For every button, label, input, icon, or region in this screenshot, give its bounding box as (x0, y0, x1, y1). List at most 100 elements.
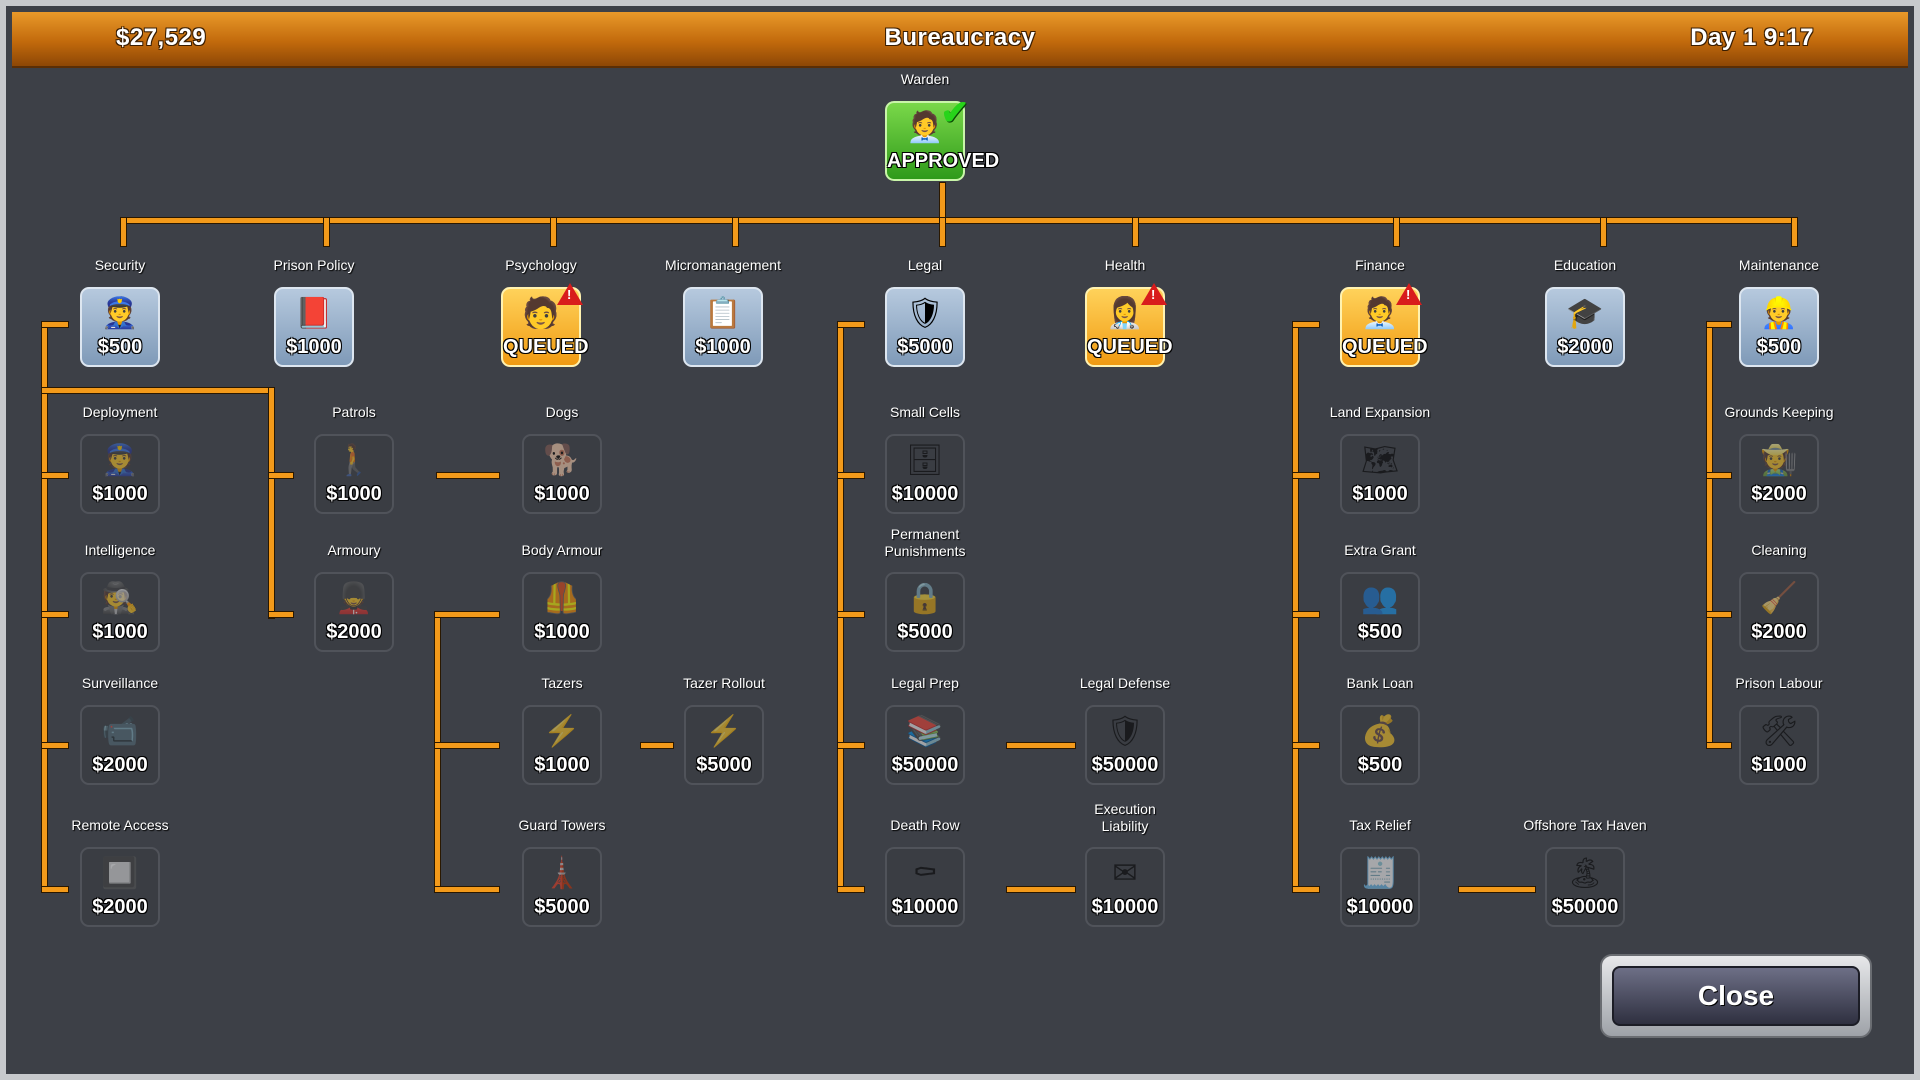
node-cost: $2000 (92, 896, 148, 918)
node-tile[interactable]: 🛡 $50000 (1085, 705, 1165, 785)
node-tile[interactable]: 🎓$2000 (1545, 287, 1625, 367)
node-cost: $1000 (326, 483, 382, 505)
legal-shield-icon: 🛡 (1105, 715, 1145, 748)
node-tile[interactable]: 👷$500 (1739, 287, 1819, 367)
node-label: Death Row (890, 817, 960, 833)
node-cost: $500 (1756, 336, 1802, 358)
node-cost: $10000 (1346, 896, 1414, 918)
node-cost: $10000 (891, 483, 959, 505)
node-label: Security (94, 257, 146, 273)
node-tile[interactable]: 🧑‍🌾$2000 (1739, 434, 1819, 514)
node-tile[interactable]: 📹 $2000 (80, 705, 160, 785)
node-tile[interactable]: 📋 $1000 (683, 287, 763, 367)
node-tile[interactable]: 🚶$1000 (314, 434, 394, 514)
node-tile[interactable]: 🔲 $2000 (80, 847, 160, 927)
node-cost: $2000 (1557, 336, 1613, 358)
node-label: Offshore Tax Haven (1523, 817, 1647, 833)
node-tile[interactable]: 📚$50000 (885, 705, 965, 785)
clipboard-icon: 📋 (704, 297, 742, 330)
cleaner-icon: 🧹 (1760, 582, 1798, 615)
node-cost: $500 (1357, 621, 1403, 643)
node-cost: $1000 (534, 621, 590, 643)
psychologist-icon: 🧑 (522, 297, 560, 330)
warden-label: Warden (900, 71, 950, 87)
node-tile[interactable]: 📕$1000 (274, 287, 354, 367)
node-tile[interactable]: 🧑‍💼! QUEUED (1340, 283, 1428, 367)
node-tile[interactable]: 👮$500 (80, 287, 160, 367)
informant-icon: 🕵 (101, 582, 139, 615)
node-label: Finance (1355, 257, 1405, 273)
node-cost: QUEUED (1087, 336, 1173, 358)
island-icon: 🏝 (1565, 857, 1605, 890)
cctv-camera-icon: 📹 (101, 715, 139, 748)
node-label: Legal Prep (891, 675, 959, 691)
node-tile[interactable]: 🛡 $5000 (885, 287, 965, 367)
node-cost: $50000 (1551, 896, 1619, 918)
death-row-icon: ⚰ (912, 857, 938, 890)
node-tile[interactable]: ⚡$1000 (522, 705, 602, 785)
node-tile[interactable]: 🗄$10000 (885, 434, 965, 514)
node-label: Execution Liability (1094, 801, 1156, 834)
accountant-icon: 🧑‍💼 (1361, 297, 1399, 330)
tazer-rollout-icon: ⚡ (705, 715, 743, 748)
node-label: Maintenance (1738, 257, 1820, 273)
node-cost: $500 (97, 336, 143, 358)
node-cost: QUEUED (1342, 336, 1428, 358)
close-button-frame[interactable]: Close (1600, 954, 1872, 1038)
shield-icon: 🛡 (905, 297, 945, 330)
node-tile[interactable]: 🔒$5000 (885, 572, 965, 652)
node-tile[interactable]: 🛠$1000 (1739, 705, 1819, 785)
padlock-icon: 🔒 (906, 582, 944, 615)
node-label: Micromanagement (665, 257, 781, 273)
node-tile[interactable]: 🦺$1000 (522, 572, 602, 652)
node-tile[interactable]: 💰$500 (1340, 705, 1420, 785)
node-label: Body Armour (521, 542, 603, 558)
red-book-icon: 📕 (295, 297, 333, 330)
node-tile[interactable]: 👮$1000 (80, 434, 160, 514)
node-tile[interactable]: ✉$10000 (1085, 847, 1165, 927)
node-tile[interactable]: ⚰ $10000 (885, 847, 965, 927)
node-tile[interactable]: 🧑!QUEUED (501, 283, 589, 367)
node-label: Bank Loan (1346, 675, 1414, 691)
node-tile[interactable]: 👩‍⚕️!QUEUED (1085, 283, 1173, 367)
warning-icon: ! (1141, 283, 1167, 305)
node-cost: $5000 (897, 336, 953, 358)
node-label: Psychology (505, 257, 577, 273)
node-tile[interactable]: 🧾$10000 (1340, 847, 1420, 927)
node-label: Extra Grant (1344, 542, 1416, 558)
node-tile[interactable]: 🗼$5000 (522, 847, 602, 927)
warning-icon: ! (1396, 283, 1422, 305)
node-tile[interactable]: 🗺$1000 (1340, 434, 1420, 514)
node-label: Tazers (541, 675, 583, 691)
node-cost: $1000 (534, 483, 590, 505)
node-cost: $1000 (695, 336, 751, 358)
node-label: Deployment (82, 404, 158, 420)
node-label: Prison Labour (1735, 675, 1823, 691)
map-icon: 🗺 (1360, 444, 1400, 477)
node-cost: $2000 (92, 754, 148, 776)
guard-tower-icon: 🗼 (543, 857, 581, 890)
node-tile[interactable]: 👥$500 (1340, 572, 1420, 652)
door-panel-icon: 🔲 (101, 857, 139, 890)
node-tile[interactable]: 💂$2000 (314, 572, 394, 652)
node-cost: $10000 (891, 896, 959, 918)
node-cost: $50000 (1091, 754, 1159, 776)
node-label: Grounds Keeping (1724, 404, 1834, 420)
node-tile[interactable]: 🐕$1000 (522, 434, 602, 514)
warden-tile[interactable]: 🧑‍💼 ✔ APPROVED (885, 94, 999, 181)
node-label: Patrols (332, 404, 376, 420)
node-label: Small Cells (889, 404, 960, 420)
close-button[interactable]: Close (1612, 966, 1860, 1026)
money-bags-icon: 💰 (1361, 715, 1399, 748)
node-tile[interactable]: 🕵$1000 (80, 572, 160, 652)
labour-icon: 🛠 (1759, 715, 1799, 748)
node-cost: $2000 (326, 621, 382, 643)
node-cost: $2000 (1751, 483, 1807, 505)
node-label: Guard Towers (518, 817, 606, 833)
node-label: Tazer Rollout (683, 675, 765, 691)
node-cost: $2000 (1751, 621, 1807, 643)
node-tile[interactable]: 🏝 $50000 (1545, 847, 1625, 927)
node-tile[interactable]: 🧹 $2000 (1739, 572, 1819, 652)
node-label: Legal Defense (1079, 675, 1171, 691)
node-tile[interactable]: ⚡$5000 (684, 705, 764, 785)
